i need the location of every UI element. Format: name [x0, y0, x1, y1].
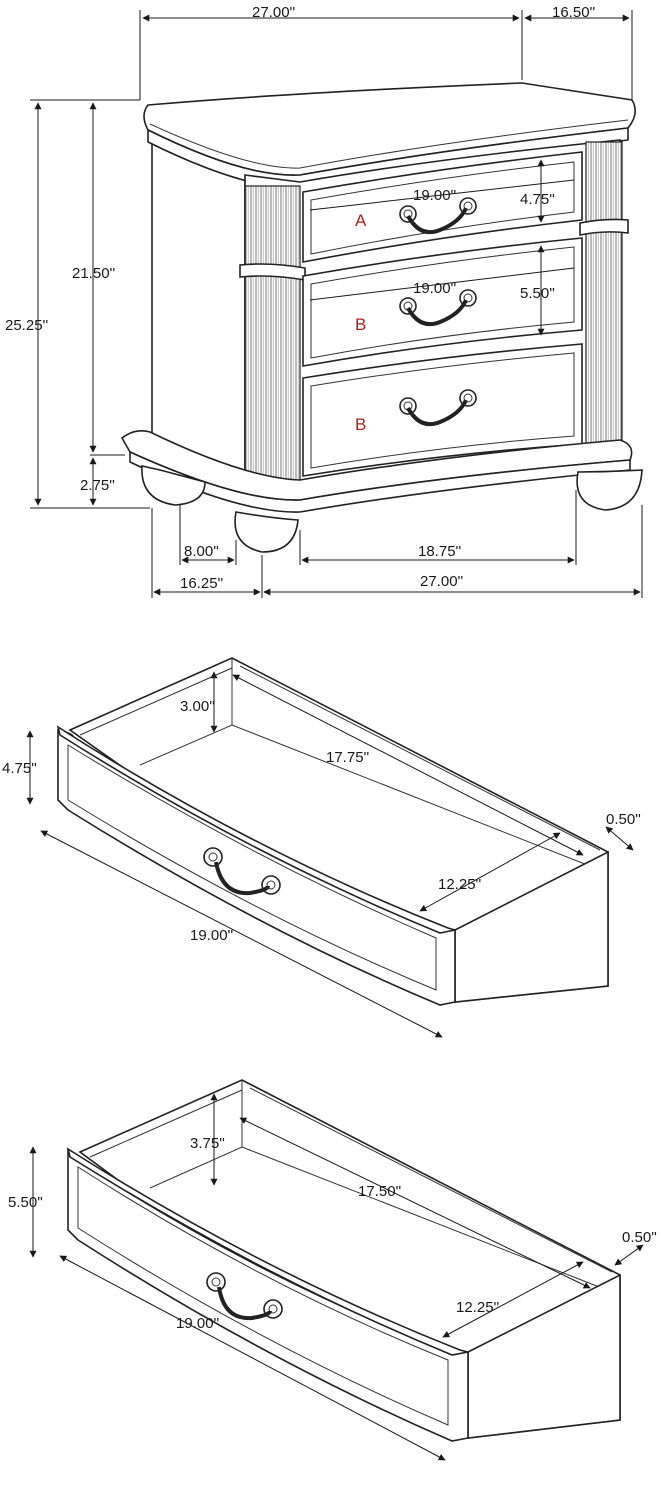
drawer-b-inner-width-label: 12.25'' — [456, 1299, 499, 1316]
drawer-a-inner-width-label: 12.25'' — [438, 876, 481, 893]
drawer-b-drawing — [66, 1079, 621, 1442]
drawer-handle-icon — [399, 389, 477, 427]
drawer-a-inner-height-label: 3.00'' — [180, 698, 215, 715]
drawer-b-inner-height-label: 3.75'' — [190, 1135, 225, 1152]
base-depth-label: 16.25'' — [180, 575, 223, 592]
base-inner-width-label: 18.75'' — [418, 543, 461, 560]
drawer-a-drawing — [56, 657, 609, 1006]
base-width-label: 27.00'' — [420, 573, 463, 590]
drawer-handle-icon — [399, 289, 477, 327]
top-depth-label: 16.50'' — [552, 4, 595, 21]
drawer-b-width-label: 19.00'' — [413, 280, 456, 297]
drawer-b-inner-depth-label: 17.50'' — [358, 1183, 401, 1200]
drawer-a-front-width-label: 19.00'' — [190, 927, 233, 944]
drawer-label-a: A — [355, 211, 367, 230]
drawer-b-front-height-label: 5.50'' — [8, 1194, 43, 1211]
leg-gap-label: 8.00'' — [184, 543, 219, 560]
nightstand-drawing — [120, 82, 643, 553]
drawer-label-b-lower: B — [355, 415, 366, 434]
drawer-b-front-width-label: 19.00'' — [176, 1315, 219, 1332]
foot-height-label: 2.75'' — [80, 477, 115, 494]
drawer-label-b-upper: B — [355, 315, 366, 334]
drawer-a-dimension-lines — [26, 671, 634, 1038]
drawer-a-front-thickness-label: 0.50'' — [606, 811, 641, 828]
drawer-a-width-label: 19.00'' — [413, 187, 456, 204]
drawer-a-height-label: 4.75'' — [520, 191, 555, 208]
drawer-a-inner-depth-label: 17.75'' — [326, 749, 369, 766]
drawer-b-front-thickness-label: 0.50'' — [622, 1229, 657, 1246]
overall-height-label: 25.25'' — [5, 317, 48, 334]
drawer-b-height-label: 5.50'' — [520, 285, 555, 302]
body-height-label: 21.50'' — [72, 265, 115, 282]
drawer-a-front-height-label: 4.75'' — [2, 760, 37, 777]
nightstand-dimension-lines — [30, 10, 643, 598]
top-width-label: 27.00'' — [252, 4, 295, 21]
drawer-handle-icon — [399, 197, 477, 235]
drawer-b-dimension-lines — [29, 1093, 644, 1461]
